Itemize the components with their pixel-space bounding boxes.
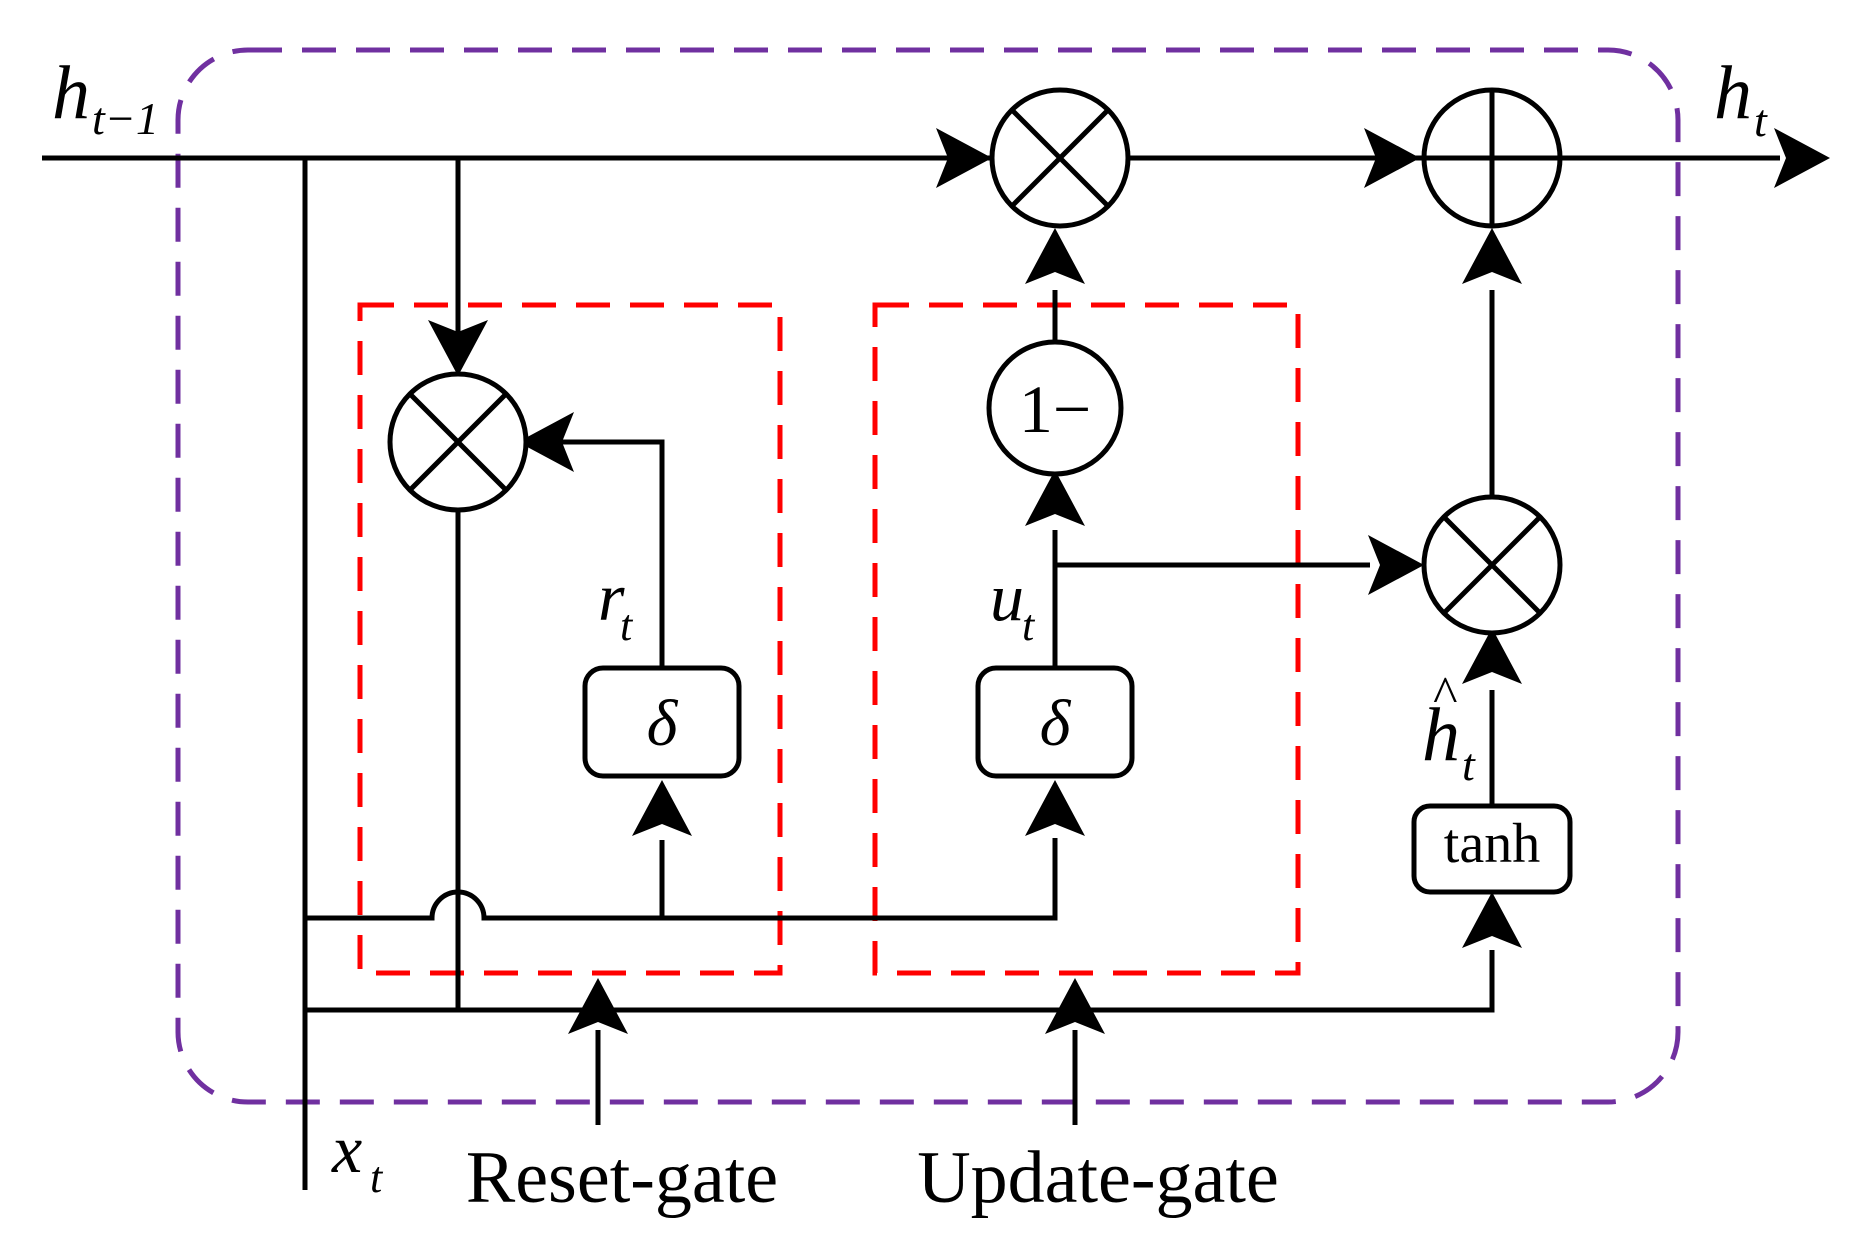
r-t-sub: t: [620, 601, 634, 650]
h-hat-main: h: [1422, 693, 1460, 777]
arrow-head-up: [1462, 628, 1522, 684]
update-sigma-label: δ: [1040, 687, 1072, 760]
label-u-t: u t: [990, 559, 1036, 650]
arrow-head-up: [1045, 978, 1105, 1034]
update-gate-label: Update-gate: [917, 1137, 1279, 1219]
tanh-box: tanh: [1411, 803, 1573, 895]
h-prev-main: h: [52, 51, 90, 135]
update-sigmoid-box: δ: [975, 665, 1135, 779]
one-minus-node: 1−: [986, 339, 1124, 477]
u-t-sub: t: [1022, 601, 1036, 650]
reset-gate-region: [357, 302, 783, 976]
reset-gate-label: Reset-gate: [466, 1137, 778, 1219]
arrow-head-up: [1462, 228, 1522, 284]
arrow-head-down: [428, 320, 488, 376]
gru-cell-boundary: [175, 47, 1681, 1105]
add-node: [1421, 87, 1563, 229]
label-x-t: x t: [331, 1111, 384, 1202]
arrow-head-right: [936, 128, 992, 188]
label-r-t: r t: [598, 559, 634, 650]
arrow-head-up: [1025, 780, 1085, 836]
x-t-main: x: [331, 1111, 362, 1187]
top-multiply-node: [989, 87, 1131, 229]
arrow-head-up: [568, 978, 628, 1034]
h-prev-sub: t−1: [92, 93, 159, 144]
arrow-head-left: [518, 412, 574, 472]
u-t-main: u: [990, 559, 1024, 635]
update-multiply-node: [1421, 494, 1563, 636]
arrow-head-up: [632, 780, 692, 836]
arrow-head-right: [1368, 535, 1424, 595]
r-t-main: r: [598, 559, 625, 635]
tanh-label: tanh: [1444, 813, 1540, 875]
h-out-main: h: [1714, 51, 1752, 135]
label-h-prev: h t−1: [52, 51, 159, 144]
arrow-head-right: [1364, 128, 1420, 188]
label-h-out: h t: [1714, 51, 1768, 146]
arrow-head-up: [1462, 892, 1522, 948]
arrow-heads: [428, 128, 1830, 1034]
one-minus-label: 1−: [1019, 371, 1091, 447]
label-h-hat: h ^ t: [1422, 667, 1476, 790]
reset-sigmoid-box: δ: [582, 665, 742, 779]
h-hat-sub: t: [1462, 739, 1476, 790]
h-out-sub: t: [1754, 95, 1768, 146]
reset-sigma-label: δ: [647, 687, 679, 760]
arrow-head-right: [1774, 128, 1830, 188]
wires: [42, 155, 1780, 1190]
update-gate-region: [872, 302, 1301, 976]
h-hat-hat: ^: [1432, 667, 1457, 724]
arrow-head-up: [1025, 470, 1085, 526]
reset-multiply-node: [387, 371, 529, 513]
arrow-head-up: [1025, 228, 1085, 284]
x-t-sub: t: [370, 1153, 384, 1202]
